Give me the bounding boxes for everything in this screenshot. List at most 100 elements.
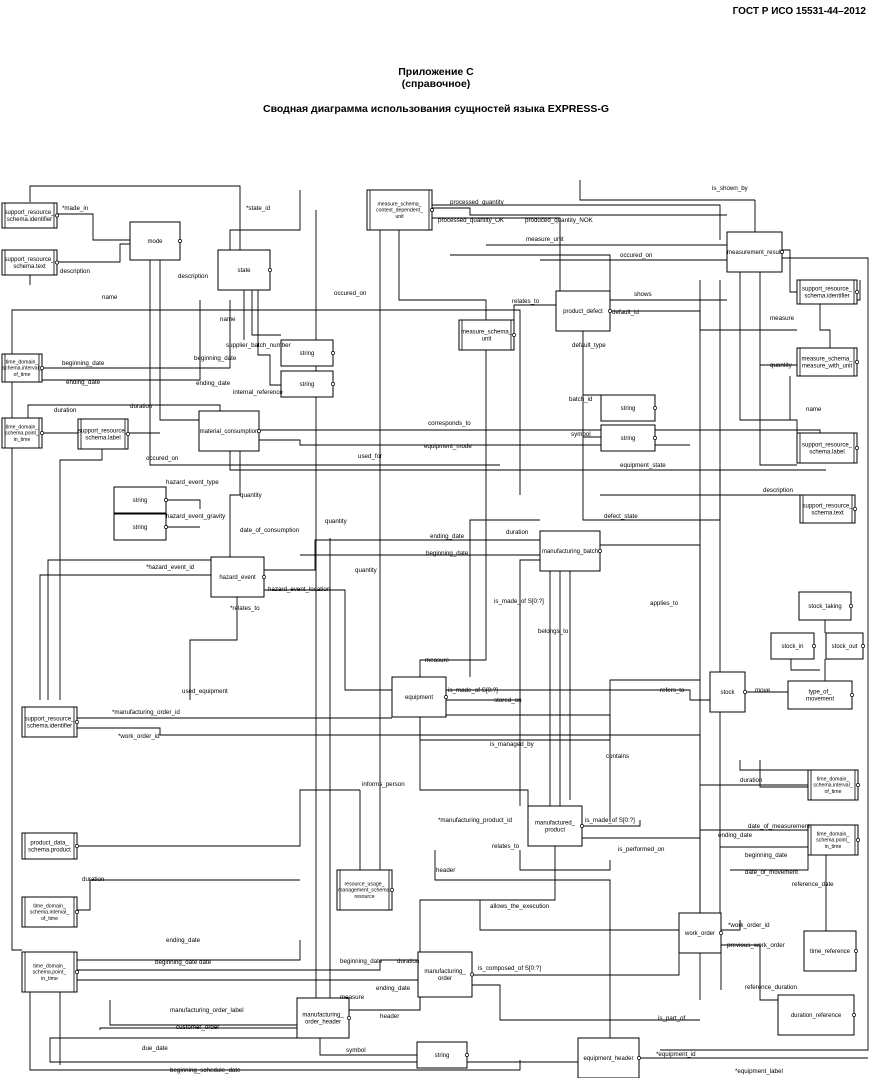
- entity-label: management_schema.: [338, 888, 391, 894]
- connector-line: [159, 260, 199, 421]
- entity-label: of_time: [824, 789, 841, 795]
- diagram-title: Сводная диаграмма использования сущносте…: [262, 103, 610, 115]
- relation-label-description-1: description: [60, 268, 90, 275]
- relation-label-date-of-consumption: date_of_consumption: [240, 527, 300, 534]
- entity-label: time_domain_: [33, 964, 66, 970]
- relation-label-relates-to-star: *relates_to: [230, 605, 260, 612]
- entity-stock-taking: stock_taking: [798, 591, 853, 621]
- relation-label-work-order-id-2: *work_order_id: [728, 922, 770, 929]
- relation-label-is-composed-of: is_composed_of S[0:?]: [478, 965, 541, 972]
- entity-support-resource-schema-text-2: support_resource_schema.text: [799, 494, 857, 524]
- entity-label: time_domain_: [817, 777, 850, 783]
- relation-label-occured-on-2: occured_on: [334, 290, 367, 297]
- entity-label: schema.interval_: [813, 783, 852, 789]
- entity-label: string: [435, 1053, 450, 1059]
- entity-label: equipment: [405, 695, 433, 701]
- entity-support-resource-schema-label-1: support_resource_schema.label: [77, 418, 130, 450]
- entity-label: time_domain_: [33, 904, 66, 910]
- relation-label-shows: shows: [634, 291, 652, 298]
- connector-line: [11, 309, 521, 495]
- connector-line: [582, 837, 701, 840]
- connector-line: [166, 499, 201, 509]
- entity-label: product_defect: [563, 309, 603, 315]
- connector-line: [229, 451, 826, 471]
- relation-label-move: move: [755, 687, 771, 694]
- entity-label: support_resource_: [802, 443, 853, 449]
- relation-label-processed-quantity-ok: processed_quantity_OK: [438, 217, 505, 224]
- connector-line: [42, 300, 231, 369]
- connector-line: [229, 451, 241, 557]
- entity-support-resource-schema-identifier-3: support_resource_schema.identifier: [21, 706, 79, 738]
- relation-label-belongs-to: belongs_to: [538, 628, 569, 635]
- relation-label-is-part-of: is_part_of: [658, 1015, 685, 1022]
- connector-line: [579, 180, 755, 201]
- entity-label: resource: [354, 894, 374, 900]
- entity-label: unit: [482, 337, 492, 343]
- entity-label: of_time: [13, 372, 30, 378]
- connector-line: [47, 559, 211, 700]
- entity-time-domain-schema-interval-of-time-1: time_domain_schema.interval_of_time: [1, 353, 44, 383]
- relation-label-beginning-date-2: beginning_date: [62, 360, 105, 367]
- connector-line: [229, 190, 301, 250]
- entity-label: manufacturing_: [302, 1013, 344, 1019]
- relation-label-allows-the-execution: allows_the_execution: [490, 903, 550, 910]
- entity-label: time_domain_: [817, 832, 850, 838]
- relation-label-duration-5: duration: [82, 876, 105, 883]
- connector-line: [730, 855, 809, 871]
- relation-label-ending-date-2: ending_date: [196, 380, 231, 387]
- entity-label: string: [133, 525, 148, 531]
- entity-stock-out: stock_out: [825, 632, 865, 660]
- entity-product-data-schema-product: product_data_schema.product: [21, 832, 79, 860]
- entity-label: string: [621, 406, 636, 412]
- entity-work-order: work_order: [678, 912, 723, 954]
- appendix-title: Приложение С: [398, 66, 474, 78]
- entity-support-resource-schema-text-1: support_resource_schema.text: [1, 249, 59, 276]
- relation-label-used-equipment: used_equipment: [182, 688, 228, 695]
- connector-line: [42, 300, 201, 381]
- relation-label-manufacturing-product-id: *manufacturing_product_id: [438, 817, 513, 824]
- connector-line: [432, 204, 721, 240]
- connector-line: [57, 213, 130, 241]
- relation-label-beginning-date-4: beginning_date: [745, 852, 788, 859]
- entity-label: schema.text: [13, 264, 46, 270]
- connector-line: [259, 429, 821, 438]
- relation-label-duration-6: duration: [397, 958, 420, 965]
- entity-duration-reference: duration_reference: [777, 994, 856, 1036]
- entity-equipment: equipment: [391, 676, 448, 718]
- entity-label: string: [300, 351, 315, 357]
- entity-measure-schema-unit: measure_schema_unit: [458, 319, 516, 351]
- entity-hazard-event: hazard_event: [210, 556, 266, 598]
- relation-label-customer-order: customer_order: [176, 1024, 219, 1031]
- relation-label-ending-date-1: ending_date: [66, 379, 101, 386]
- entity-label: measure_schema_: [801, 357, 853, 363]
- relation-label-description-3: description: [763, 487, 793, 494]
- relation-label-symbol-2: symbol: [346, 1047, 366, 1054]
- relation-label-relates-to-2: relates_to: [492, 843, 520, 850]
- connector-line: [759, 760, 808, 788]
- relation-label-header-2: header: [380, 1013, 399, 1020]
- entity-manufacturing-batch: manufacturing_batch: [539, 530, 602, 572]
- connector-line: [419, 350, 487, 677]
- relation-label-work-order-id: *work_order_id: [118, 733, 160, 740]
- relation-label-equipment-id: *equipment_id: [656, 1051, 696, 1058]
- connector-line: [189, 597, 238, 700]
- relation-label-manufacturing-order-label: manufacturing_order_label: [170, 1007, 244, 1014]
- entity-label: support_resource_: [78, 429, 129, 435]
- entity-label: manufacturing_: [424, 969, 466, 975]
- entity-label: support_resource_: [802, 287, 853, 293]
- connector-line: [446, 699, 521, 706]
- relation-label-stored-on: stored_on: [494, 697, 522, 704]
- connector-line: [59, 449, 103, 700]
- relation-label-equipment-label: *equipment_label: [735, 1068, 783, 1075]
- relation-label-is-made-of-1: is_made_of S[0:?]: [494, 598, 544, 605]
- relation-label-header-1: header: [436, 867, 455, 874]
- appendix-note: (справочное): [401, 78, 471, 90]
- entity-label: product_data_: [30, 841, 69, 847]
- relation-label-is-made-of-3: is_made_of S[0:?]: [585, 817, 635, 824]
- entity-product-defect: product_defect: [555, 290, 612, 332]
- entity-label: schema.label: [809, 450, 844, 456]
- relation-label-ending-date-4: ending_date: [718, 832, 753, 839]
- relation-label-is-performed-on: is_performed_on: [618, 846, 665, 853]
- entity-manufacturing-order: manufacturing_order: [417, 951, 474, 998]
- relation-label-processed-quantity: processed_quantity: [450, 199, 505, 206]
